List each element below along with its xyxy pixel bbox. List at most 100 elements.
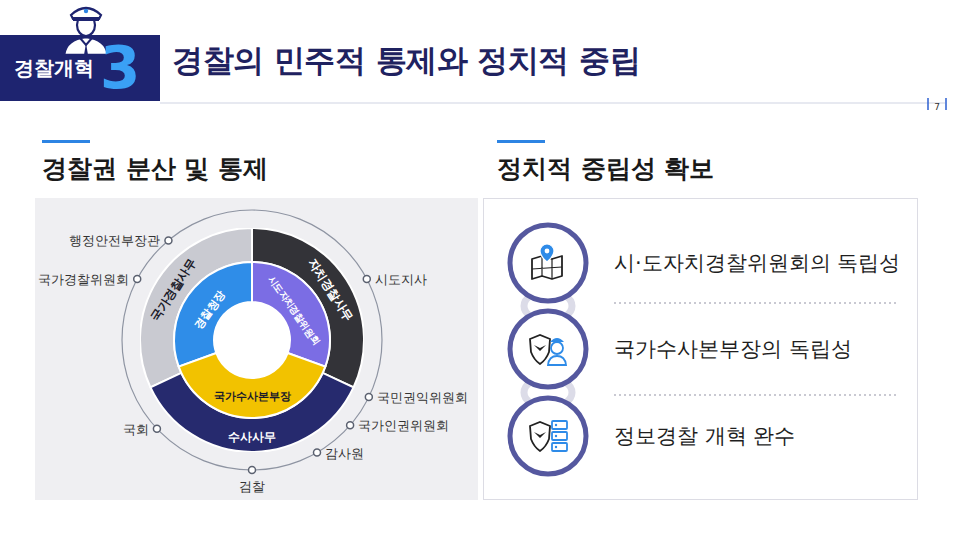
oversight-label: 검찰: [239, 479, 265, 496]
segment-label: 시도자치경찰위원회: [267, 274, 322, 346]
server-unit: [552, 421, 567, 429]
oversight-dot: [314, 449, 321, 456]
ring-segment-shape: [140, 228, 364, 452]
dotted-separator: [614, 394, 896, 396]
item-icon: [530, 421, 567, 451]
person-head: [551, 342, 563, 354]
location-pin: [540, 244, 554, 262]
segment-label: 수사사무: [228, 431, 276, 444]
person-cap: [550, 338, 564, 342]
section-heading: 경찰권 분산 및 통제: [42, 152, 268, 185]
panel-node: 정치적 중립성 확보시·도자치경찰위원회의 독립성국가수사본부장의 독립성정보경…: [483, 140, 918, 500]
item-circle: [506, 221, 590, 305]
shield-eagle: [534, 345, 546, 351]
seg-node: 국가경찰사무: [140, 228, 364, 452]
server-unit: [552, 432, 567, 440]
seg-node: 자치경찰사무: [140, 228, 364, 452]
item-label: 국가수사본부장의 독립성: [614, 335, 852, 363]
oversight-dot: [363, 275, 370, 282]
item-circle: [506, 394, 590, 478]
slide-title: 경찰의 민주적 통제와 정치적 중립: [172, 40, 640, 82]
oversight-dot: [249, 467, 256, 474]
item-node: 시·도자치경찰위원회의 독립성: [506, 221, 915, 305]
ring-hole: [214, 302, 290, 378]
segment-label: 국가경찰사무: [149, 256, 199, 324]
shield-eagle: [534, 432, 546, 438]
oversight-label: 시도지사: [375, 272, 427, 289]
badge-text: 3: [100, 39, 140, 97]
badge-text: 경찰개혁: [14, 55, 94, 82]
cap-visor: [73, 17, 99, 21]
oversight-label: 감사원: [325, 446, 364, 463]
badge-node: 경찰개혁3: [0, 35, 160, 101]
ring-segment: [150, 373, 353, 452]
ring-segment: [140, 228, 252, 387]
item-label-holder: 시·도자치경찰위원회의 독립성: [614, 249, 900, 277]
item-label: 시·도자치경찰위원회의 독립성: [614, 249, 900, 277]
label-holder: 국회: [123, 419, 149, 439]
panel-box: 국가경찰사무 자치경찰사무수사사무 경찰청장 시도자치경찰위원회국가수사본부장 행정안전…: [35, 198, 478, 500]
item-ring: [510, 311, 586, 387]
ring-segment-shape: [140, 228, 364, 452]
panel-box: 시·도자치경찰위원회의 독립성국가수사본부장의 독립성정보경찰 개혁 완수: [483, 198, 918, 500]
oversight-dot: [347, 422, 354, 429]
item-ring: [510, 225, 586, 301]
label-holder: 국가인권위원회: [358, 415, 449, 435]
oversight-label: 국회: [123, 422, 149, 439]
label-holder: 국가경찰위원회: [38, 269, 129, 289]
item-label-holder: 국가수사본부장의 독립성: [614, 335, 852, 363]
heading-bar: [497, 140, 545, 143]
segment-label: 경찰청장: [192, 289, 227, 332]
segment-label-holder: 국가경찰사무: [145, 253, 200, 324]
cap-emblem: [84, 9, 88, 13]
oversight-label: 국민권익위원회: [377, 390, 468, 407]
oversight-label: 국가경찰위원회: [38, 272, 129, 289]
officer-tie: [84, 43, 88, 55]
section-heading: 정치적 중립성 확보: [497, 152, 714, 185]
segment-label: 자치경찰사무: [305, 256, 355, 324]
seg-node: 시도자치경찰위원회: [140, 228, 364, 452]
heading-bar: [42, 140, 90, 143]
oversight-dot: [165, 237, 172, 244]
heading-holder: 정치적 중립성 확보: [497, 152, 714, 185]
oversight-dot: [365, 393, 372, 400]
ring-segment: [179, 353, 326, 418]
item-icon: [530, 335, 566, 365]
pin-hole: [545, 249, 550, 254]
server-unit: [552, 443, 567, 451]
item-node: 국가수사본부장의 독립성: [506, 307, 866, 391]
segment-label-holder: 경찰청장: [187, 286, 228, 333]
person-shoulders: [548, 356, 566, 365]
oversight-circle: [122, 210, 382, 470]
item-icon: [532, 244, 562, 279]
item-ring: [510, 398, 586, 474]
label-holder: 감사원: [325, 443, 364, 463]
page-tick: [945, 98, 947, 110]
oversight-label: 행정안전부장관: [69, 233, 160, 250]
ring-segment: [174, 262, 252, 367]
item-label-holder: 정보경찰 개혁 완수: [614, 422, 795, 450]
ring-segment: [252, 228, 364, 387]
segment-label-holder: 수사사무: [228, 426, 276, 445]
police-shield: [530, 335, 550, 364]
oversight-dot: [153, 425, 160, 432]
page-number: 7: [934, 102, 940, 112]
item-circle: [506, 307, 590, 391]
heading-holder: 경찰권 분산 및 통제: [42, 152, 268, 185]
ring-segment-shape: [140, 228, 364, 452]
title-rule: [160, 103, 945, 104]
segment-label-holder: 자치경찰사무: [305, 253, 360, 324]
oversight-label: 국가인권위원회: [358, 418, 449, 435]
server-led: [555, 446, 557, 448]
dotted-separator: [614, 302, 896, 304]
ring-segment-shape: [140, 228, 364, 452]
seg-node: 수사사무: [140, 228, 364, 452]
page-tick: [927, 98, 929, 110]
label-holder: 7: [934, 95, 940, 114]
server-led: [555, 435, 557, 437]
ring-segment: [252, 262, 330, 367]
segment-label-holder: 국가수사본부장: [214, 385, 291, 404]
panel-node: 경찰권 분산 및 통제국가경찰사무 자치경찰사무수사사무 경찰청장 시도자치경찰위원회…: [35, 140, 478, 500]
title-holder: 경찰의 민주적 통제와 정치적 중립: [172, 40, 640, 82]
